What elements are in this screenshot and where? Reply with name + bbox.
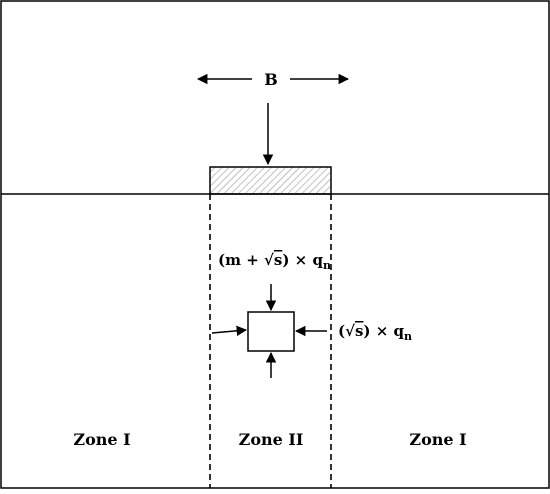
- zone-label-left: Zone I: [73, 430, 130, 449]
- stress-element: [247, 311, 295, 352]
- vertical-stress-label: (m + √s) × qn: [218, 251, 331, 272]
- lateral-stress-label: (√s) × qn: [338, 322, 412, 343]
- zone-label-right: Zone I: [409, 430, 466, 449]
- footing: [209, 166, 332, 195]
- width-label: B: [264, 70, 278, 89]
- zone-label-middle: Zone II: [239, 430, 304, 449]
- stress-arrow-left: [211, 325, 248, 337]
